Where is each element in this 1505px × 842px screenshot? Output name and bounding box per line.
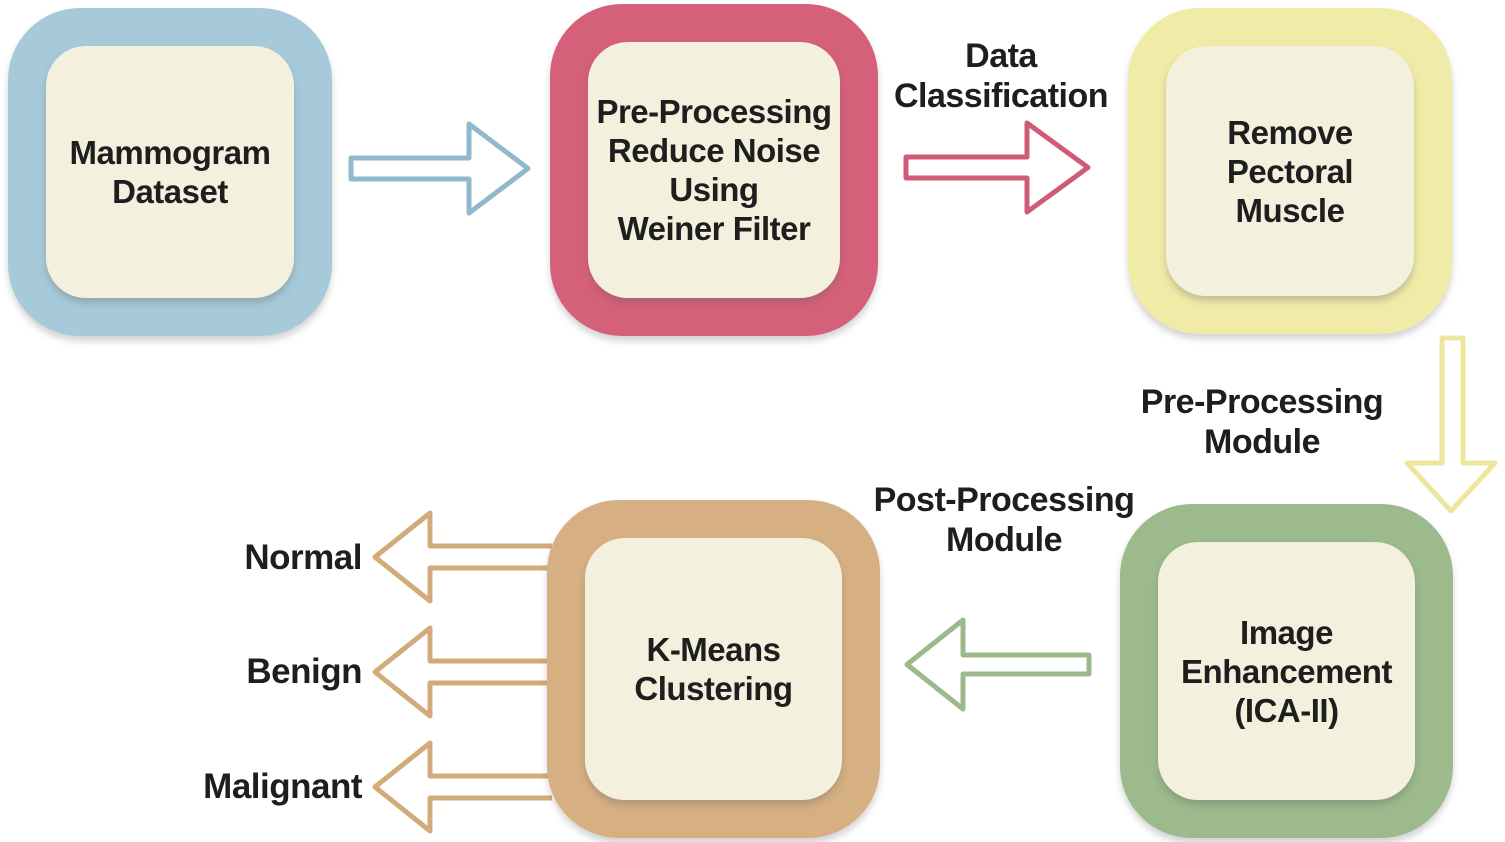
output-label-normal: Normal — [244, 538, 362, 577]
label-data-classification: Data Classification — [893, 37, 1109, 115]
arrow-left-normal-icon — [372, 510, 552, 604]
box-label: Image Enhancement (ICA-II) — [1181, 613, 1392, 729]
label-post-processing-module: Post-Processing Module — [873, 481, 1135, 559]
arrow-shape — [1404, 335, 1498, 514]
box-label: Remove Pectoral Muscle — [1226, 113, 1354, 229]
box-inner-panel: Mammogram Dataset — [46, 46, 294, 298]
arrow-shape — [372, 740, 552, 834]
box-image-enhancement-ica-ii: Image Enhancement (ICA-II) — [1120, 504, 1453, 838]
output-label-benign: Benign — [246, 652, 362, 691]
arrow-left-malignant-icon — [372, 740, 552, 834]
box-inner-panel: K-Means Clustering — [585, 538, 842, 800]
box-label: K-Means Clustering — [634, 631, 793, 707]
arrow-shape — [372, 625, 552, 719]
box-label: Pre-Processing Reduce Noise Using Weiner… — [596, 93, 832, 247]
arrow-right-pink-icon — [903, 120, 1091, 215]
box-inner-panel: Image Enhancement (ICA-II) — [1158, 542, 1415, 800]
arrow-left-benign-icon — [372, 625, 552, 719]
box-pre-processing-reduce-noise: Pre-Processing Reduce Noise Using Weiner… — [550, 4, 878, 336]
output-label-malignant: Malignant — [203, 767, 362, 806]
box-inner-panel: Remove Pectoral Muscle — [1166, 46, 1414, 296]
arrow-shape — [903, 120, 1091, 215]
box-k-means-clustering: K-Means Clustering — [547, 500, 880, 838]
arrow-shape — [904, 617, 1092, 712]
box-remove-pectoral-muscle: Remove Pectoral Muscle — [1128, 8, 1452, 334]
arrow-shape — [372, 510, 552, 604]
box-mammogram-dataset: Mammogram Dataset — [8, 8, 332, 336]
arrow-right-blue-icon — [348, 121, 531, 216]
box-label: Mammogram Dataset — [69, 134, 271, 210]
box-inner-panel: Pre-Processing Reduce Noise Using Weiner… — [588, 42, 840, 298]
arrow-left-green-icon — [904, 617, 1092, 712]
arrow-down-yellow-icon — [1404, 335, 1498, 514]
label-pre-processing-module: Pre-Processing Module — [1140, 383, 1384, 461]
arrow-shape — [348, 121, 531, 216]
